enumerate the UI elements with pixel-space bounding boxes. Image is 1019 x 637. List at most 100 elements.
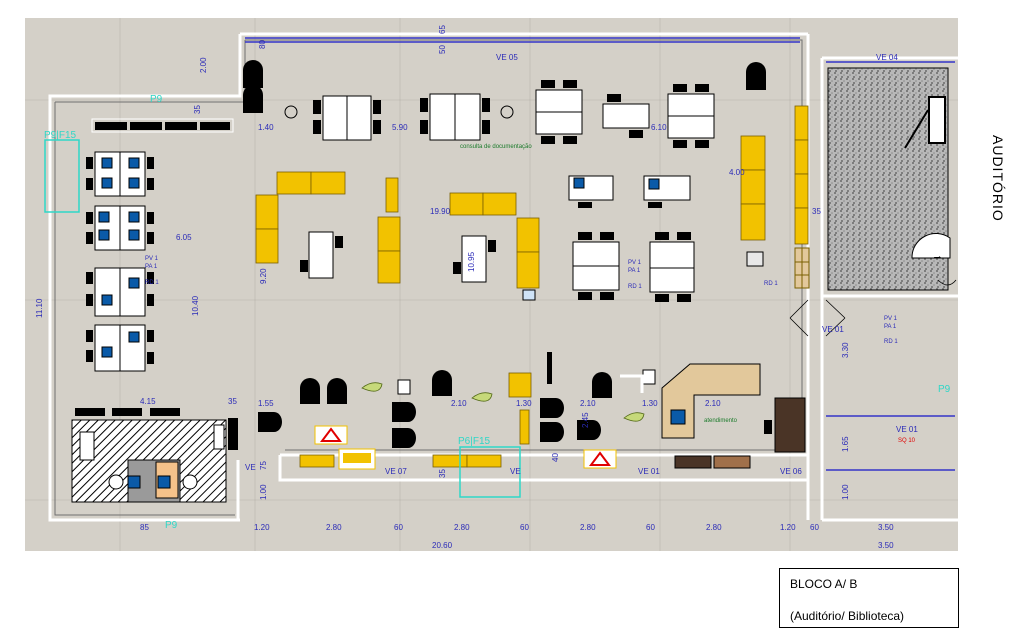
title-block-line2: (Auditório/ Biblioteca) <box>790 609 905 623</box>
label-rd1-c: RD 1 <box>145 280 159 286</box>
label-pa1-c: PA 1 <box>145 264 158 270</box>
label-sq10: SQ 10 <box>898 438 916 444</box>
armchairs-bottom <box>258 370 612 448</box>
dim-label: 60 <box>520 523 529 532</box>
plant-pot <box>284 105 298 119</box>
label-ve06: VE 06 <box>780 467 802 476</box>
label-ve01-b: VE 01 <box>896 425 918 434</box>
dim-label: 85 <box>140 523 149 532</box>
dim-label: 60 <box>646 523 655 532</box>
dim-height-left: 11.10 <box>35 298 44 318</box>
dim-total-width: 20.60 <box>432 541 453 550</box>
dim-label: 4.15 <box>140 397 156 406</box>
windows <box>245 37 955 471</box>
title-block-line1: BLOCO A/ B <box>790 577 858 591</box>
dim-label: 1.55 <box>258 399 274 408</box>
dim-label: 2.00 <box>199 57 208 73</box>
column-post <box>547 352 552 384</box>
dim-label: 80 <box>258 40 267 49</box>
label-consulta: consulta de documentação <box>460 144 532 150</box>
svg-text:→: → <box>932 250 943 262</box>
computer-tables-middle <box>300 175 695 302</box>
dim-label: 35 <box>193 105 202 114</box>
dim-label: 75 <box>259 461 268 470</box>
label-pa1-b: PA 1 <box>628 268 641 274</box>
wall-corner <box>620 374 644 393</box>
label-ve01-bottom: VE 01 <box>638 467 660 476</box>
walls <box>48 32 958 522</box>
label-rd1-d: RD 1 <box>764 281 778 287</box>
dim-label: 3.50 <box>878 541 894 550</box>
screen-pointer <box>904 109 929 149</box>
window-frame-p9f15 <box>44 139 80 213</box>
label-p9-bottom: P9 <box>165 520 178 531</box>
dim-label: 1.00 <box>259 484 268 500</box>
label-ve07: VE 07 <box>385 467 407 476</box>
dim-label: 6.05 <box>176 233 192 242</box>
warning-triangles <box>314 425 617 469</box>
dim-label: 2.80 <box>326 523 342 532</box>
dim-label: 60 <box>394 523 403 532</box>
dim-label: 60 <box>810 523 819 532</box>
dim-label: 35 <box>812 207 821 216</box>
label-p9: P9 <box>150 94 163 105</box>
dim-label: 35 <box>438 469 447 478</box>
reading-tables-top <box>313 80 715 148</box>
dim-label: 2.10 <box>451 399 467 408</box>
small-device <box>522 289 536 301</box>
dim-label: 1.20 <box>254 523 270 532</box>
dim-label: 3.50 <box>878 523 894 532</box>
dim-label: 10.95 <box>467 251 476 272</box>
label-pv1-c: PV 1 <box>145 256 159 262</box>
dim-label: 3.30 <box>841 342 850 358</box>
dim-label: 1.20 <box>780 523 796 532</box>
sink-icon <box>746 251 764 267</box>
dim-label: 4.00 <box>729 168 745 177</box>
dim-label: 2.45 <box>581 412 590 428</box>
stage-top-strips <box>75 408 180 416</box>
dim-label: 9.20 <box>259 268 268 284</box>
service-desk <box>774 397 806 453</box>
label-ve-mid: VE <box>510 467 521 476</box>
label-ve01: VE 01 <box>822 325 844 334</box>
label-atendimento: atendimento <box>704 418 738 424</box>
dim-label: 35 <box>228 397 237 406</box>
dim-label: 2.80 <box>454 523 470 532</box>
lamp-box <box>397 379 411 395</box>
auditorium-screen <box>928 96 946 144</box>
auditorium-door-icon <box>911 232 951 259</box>
armchairs-top <box>243 60 766 113</box>
title-block: BLOCO A/ B (Auditório/ Biblioteca) <box>779 568 959 628</box>
label-p9-right: P9 <box>938 384 951 395</box>
lamp-box <box>642 369 656 385</box>
dim-label: 19.90 <box>430 207 451 216</box>
dim-label: 1.00 <box>841 484 850 500</box>
dim-label: 2.10 <box>580 399 596 408</box>
dim-label: 1.40 <box>258 123 274 132</box>
dim-label: 1.30 <box>642 399 658 408</box>
dim-label: 1.30 <box>516 399 532 408</box>
label-rd1: RD 1 <box>884 339 898 345</box>
low-cabinet <box>713 455 751 469</box>
doors <box>789 279 957 337</box>
label-pa1: PA 1 <box>884 324 897 330</box>
dim-label: 65 <box>438 25 447 34</box>
label-ve05: VE 05 <box>496 53 518 62</box>
label-ve04: VE 04 <box>876 53 898 62</box>
dim-label: 2.80 <box>706 523 722 532</box>
shelf-strip-frame <box>91 118 234 133</box>
dim-label: 2.10 <box>705 399 721 408</box>
dim-label: 40 <box>551 453 560 462</box>
label-pv1: PV 1 <box>884 316 898 322</box>
computer-desks-left <box>86 151 154 372</box>
label-ve-left: VE <box>245 463 256 472</box>
dim-label: 10.40 <box>191 295 200 316</box>
label-p9f15: P9|F15 <box>44 130 76 141</box>
dim-label: 2.80 <box>580 523 596 532</box>
window-frame-p6f15 <box>459 446 521 498</box>
dim-label: 6.10 <box>651 123 667 132</box>
wall-shelves-top-left <box>95 122 230 130</box>
label-p6f15: P6|F15 <box>458 436 490 447</box>
dim-label: 5.90 <box>392 123 408 132</box>
